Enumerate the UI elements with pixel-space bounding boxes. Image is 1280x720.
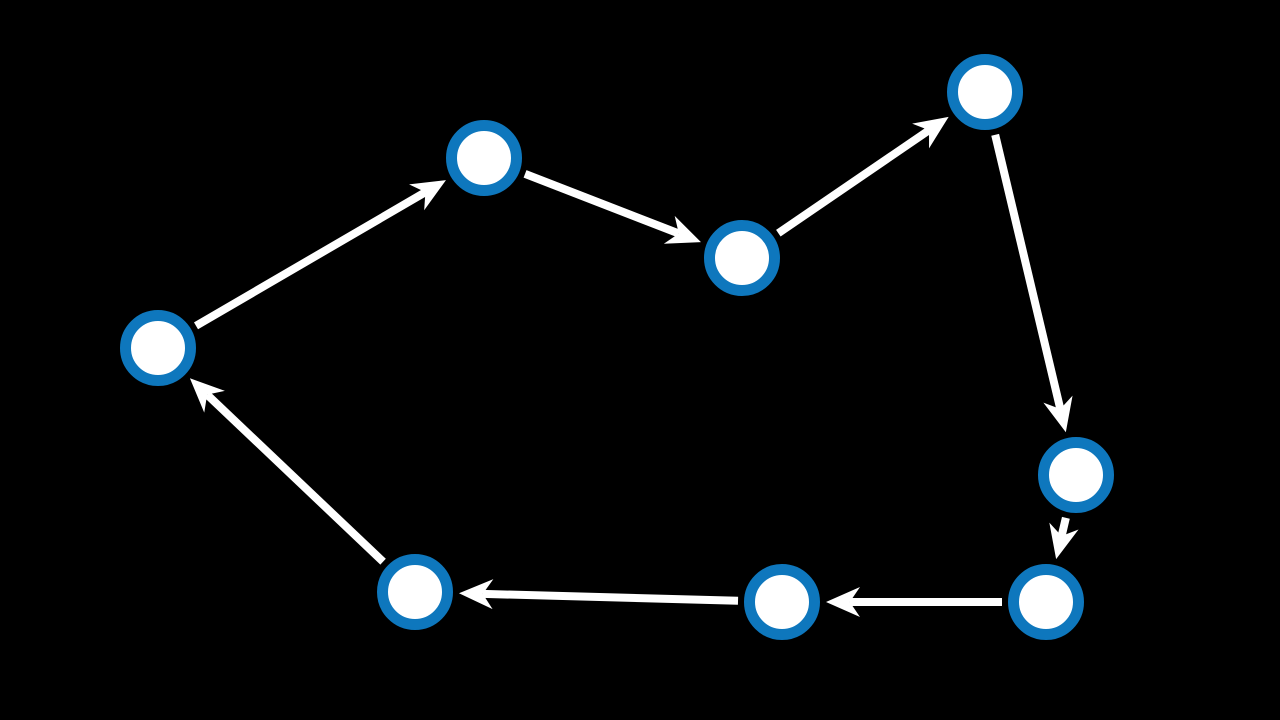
arrowhead-icon xyxy=(409,180,446,211)
graph-node[interactable] xyxy=(446,120,522,196)
arrowhead-icon xyxy=(189,378,225,413)
node-ring xyxy=(120,310,196,386)
graph-edge[interactable] xyxy=(776,116,949,237)
graph-edge[interactable] xyxy=(458,579,739,610)
node-ring xyxy=(704,220,780,296)
node-ring xyxy=(1008,564,1084,640)
node-ring xyxy=(1038,437,1114,513)
nodes-layer xyxy=(120,54,1114,640)
graph-node[interactable] xyxy=(377,554,453,630)
edges-layer xyxy=(189,116,1079,617)
edge-shaft xyxy=(204,391,386,565)
node-ring xyxy=(446,120,522,196)
edge-shaft xyxy=(193,188,428,330)
graph-edge[interactable] xyxy=(189,378,386,565)
edge-shaft xyxy=(991,133,1065,410)
graph-node[interactable] xyxy=(1038,437,1114,513)
graph-node[interactable] xyxy=(1008,564,1084,640)
node-ring xyxy=(377,554,453,630)
node-ring xyxy=(744,564,820,640)
graph-node[interactable] xyxy=(947,54,1023,130)
graph-node[interactable] xyxy=(704,220,780,296)
arrowhead-icon xyxy=(458,579,494,610)
arrowhead-icon xyxy=(1049,522,1079,560)
edge-shaft xyxy=(482,589,739,605)
arrowhead-icon xyxy=(912,116,949,149)
edge-shaft xyxy=(523,170,681,238)
graph-edge[interactable] xyxy=(523,170,701,244)
graph-edge[interactable] xyxy=(991,133,1073,433)
edge-shaft xyxy=(1057,516,1070,537)
graph-edge[interactable] xyxy=(193,180,446,330)
graph-edge[interactable] xyxy=(1049,516,1079,560)
arrowhead-icon xyxy=(1043,395,1073,433)
graph-node[interactable] xyxy=(744,564,820,640)
arrowhead-icon xyxy=(826,587,860,617)
graph-node[interactable] xyxy=(120,310,196,386)
graph-edge[interactable] xyxy=(826,587,1002,617)
arrowhead-icon xyxy=(663,215,701,244)
node-ring xyxy=(947,54,1023,130)
edge-shaft xyxy=(776,126,932,237)
